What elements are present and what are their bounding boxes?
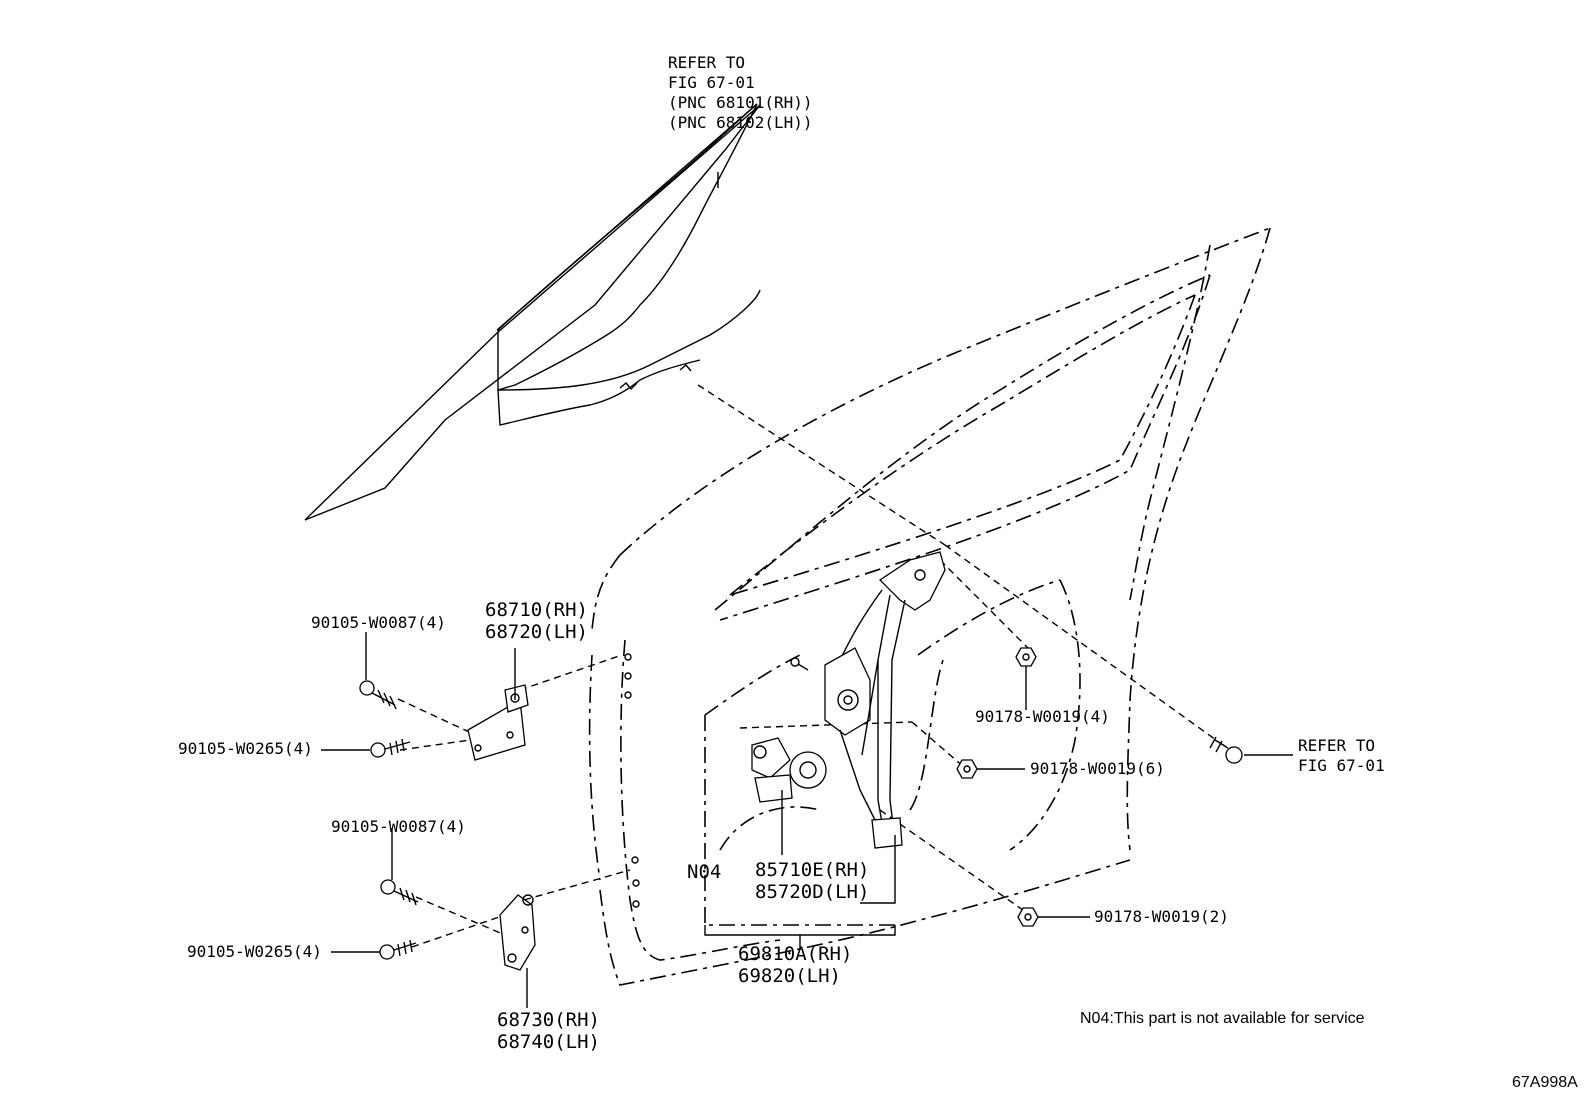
window-regulator xyxy=(824,551,946,849)
glass-ref-line-2: FIG 67-01 xyxy=(668,73,755,92)
bolt-ref-line-1: REFER TO xyxy=(1298,736,1375,755)
glass-ref-line-4: (PNC 68102(LH)) xyxy=(668,113,813,132)
door-glass xyxy=(304,104,761,521)
door-glass-outline xyxy=(497,103,758,384)
lower-hinge xyxy=(499,894,536,971)
label-regulator-lh: 69820(LH) xyxy=(738,965,841,987)
bolt-lower-1-icon xyxy=(380,879,419,906)
nut-6-icon xyxy=(956,759,978,779)
label-nut-6: 90178-W0019(6) xyxy=(1030,759,1165,778)
glass-lower-edge xyxy=(497,359,701,426)
label-n04: N04 xyxy=(687,861,721,883)
label-upper-hinge-rh: 68710(RH) xyxy=(485,599,588,621)
glass-ref-line-3: (PNC 68101(RH)) xyxy=(668,93,813,112)
label-bolt-upper-2: 90105-W0265(4) xyxy=(178,739,313,758)
label-nut-4: 90178-W0019(4) xyxy=(975,707,1110,726)
door-shell xyxy=(588,227,1271,986)
clip xyxy=(790,657,809,671)
callout-lines xyxy=(321,172,1293,1008)
label-nut-2: 90178-W0019(2) xyxy=(1094,907,1229,926)
assembly-lines xyxy=(397,384,1224,948)
regulator-motor xyxy=(751,737,827,803)
glass-bolt-icon xyxy=(1209,736,1243,764)
label-bolt-lower-2: 90105-W0265(4) xyxy=(187,942,322,961)
glass-ref-line-1: REFER TO xyxy=(668,53,745,72)
bolt-upper-2-icon xyxy=(370,738,411,758)
label-glass-ref: REFER TO FIG 67-01 (PNC 68101(RH)) (PNC … xyxy=(668,53,813,132)
upper-hinge xyxy=(467,684,529,761)
label-bolt-upper-1: 90105-W0087(4) xyxy=(311,613,446,632)
label-lower-hinge-rh: 68730(RH) xyxy=(497,1009,600,1031)
nut-4-icon xyxy=(1015,647,1037,667)
label-motor-rh: 85710E(RH) xyxy=(755,859,869,881)
hinge-holes xyxy=(624,653,640,908)
label-regulator-rh: 69810A(RH) xyxy=(738,943,852,965)
label-bolt-lower-1: 90105-W0087(4) xyxy=(331,817,466,836)
label-upper-hinge-lh: 68720(LH) xyxy=(485,621,588,643)
label-lower-hinge-lh: 68740(LH) xyxy=(497,1031,600,1053)
glass-bottom xyxy=(497,289,761,391)
bolt-upper-1-icon xyxy=(359,680,397,710)
glass-top-edge xyxy=(497,103,758,331)
inner-panel xyxy=(704,579,1081,926)
nut-2-icon xyxy=(1017,907,1039,927)
glass-edge xyxy=(496,103,758,391)
window-frame xyxy=(714,274,1211,621)
figure-id: 67A998A xyxy=(1512,1074,1578,1091)
label-motor-lh: 85720D(LH) xyxy=(755,881,869,903)
bolt-lower-2-icon xyxy=(379,939,417,960)
n04-note: N04:This part is not available for servi… xyxy=(1080,1010,1365,1027)
bolt-ref-line-2: FIG 67-01 xyxy=(1298,756,1385,775)
